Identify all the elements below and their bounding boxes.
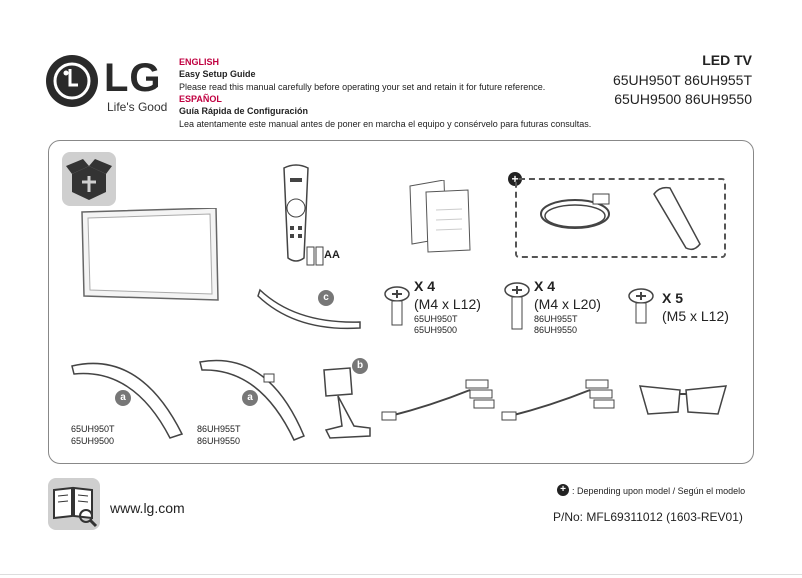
screw-2-spec: (M4 x L20): [534, 296, 601, 312]
stand-cover-illustration: [257, 288, 361, 330]
badge-a-right: a: [242, 390, 258, 406]
optional-items-box: [515, 178, 726, 258]
brand-slogan: Life's Good: [107, 100, 168, 114]
stand-left-model-1: 65UH950T: [71, 424, 115, 434]
screw-3-spec: (M5 x L12): [662, 308, 729, 324]
battery-label: AA: [324, 249, 340, 261]
screw-m5-l12-icon: [628, 288, 654, 324]
box-contents-icon: [62, 152, 116, 206]
magic-remote-illustration: [283, 164, 309, 262]
website-link[interactable]: www.lg.com: [110, 500, 185, 516]
badge-c: c: [318, 290, 334, 306]
optional-legend-note: : Depending upon model / Según el modelo: [572, 486, 746, 496]
screw-1-model-2: 65UH9500: [414, 325, 458, 335]
screw-2-model-2: 86UH9550: [534, 325, 578, 335]
accessories-panel: [48, 140, 754, 464]
av-cable-2-illustration: [501, 379, 615, 421]
manual-book-icon: [48, 478, 100, 530]
screw-m4-l20-icon: [504, 282, 530, 330]
stand-right-model-2: 86UH9550: [197, 436, 241, 446]
tv-illustration: [81, 208, 219, 301]
screw-2-model-1: 86UH955T: [534, 314, 578, 324]
guide-description-spanish: Lea atentamente este manual antes de pon…: [179, 119, 592, 129]
optional-legend-plus-icon: +: [557, 484, 569, 496]
screw-1-quantity: X 4: [414, 278, 436, 294]
brand-logo-text: LG: [104, 56, 162, 100]
part-number: P/No: MFL69311012 (1603-REV01): [553, 510, 743, 524]
stand-arm-left-illustration: [71, 362, 184, 439]
screw-m4-l12-icon: [384, 286, 410, 326]
manuals-illustration: [409, 180, 471, 253]
screw-1-spec: (M4 x L12): [414, 296, 481, 312]
badge-a-left: a: [115, 390, 131, 406]
bottom-divider: [0, 574, 802, 575]
badge-b: b: [352, 358, 368, 374]
guide-description-english: Please read this manual carefully before…: [179, 82, 546, 92]
language-spanish: ESPAÑOL: [179, 94, 222, 104]
product-type: LED TV: [702, 52, 752, 68]
stand-left-model-2: 65UH9500: [71, 436, 115, 446]
guide-title-english: Easy Setup Guide: [179, 69, 256, 79]
stand-arm-right-illustration: [199, 359, 305, 441]
screw-3-quantity: X 5: [662, 290, 684, 306]
lg-logo-icon: [46, 55, 98, 107]
model-list-line-1: 65UH950T 86UH955T: [612, 72, 752, 88]
cable-holder-illustration: [653, 186, 701, 251]
screw-2-quantity: X 4: [534, 278, 556, 294]
language-english: ENGLISH: [179, 57, 220, 67]
battery-icon: [306, 246, 324, 266]
av-cable-1-illustration: [381, 379, 495, 421]
power-cord-illustration: [540, 193, 610, 229]
screw-1-model-1: 65UH950T: [414, 314, 458, 324]
3d-glasses-illustration: [638, 385, 728, 415]
stand-right-model-1: 86UH955T: [197, 424, 241, 434]
model-list-line-2: 65UH9500 86UH9550: [614, 91, 752, 107]
guide-title-spanish: Guía Rápida de Configuración: [179, 106, 309, 116]
stand-base-illustration: [323, 367, 371, 439]
